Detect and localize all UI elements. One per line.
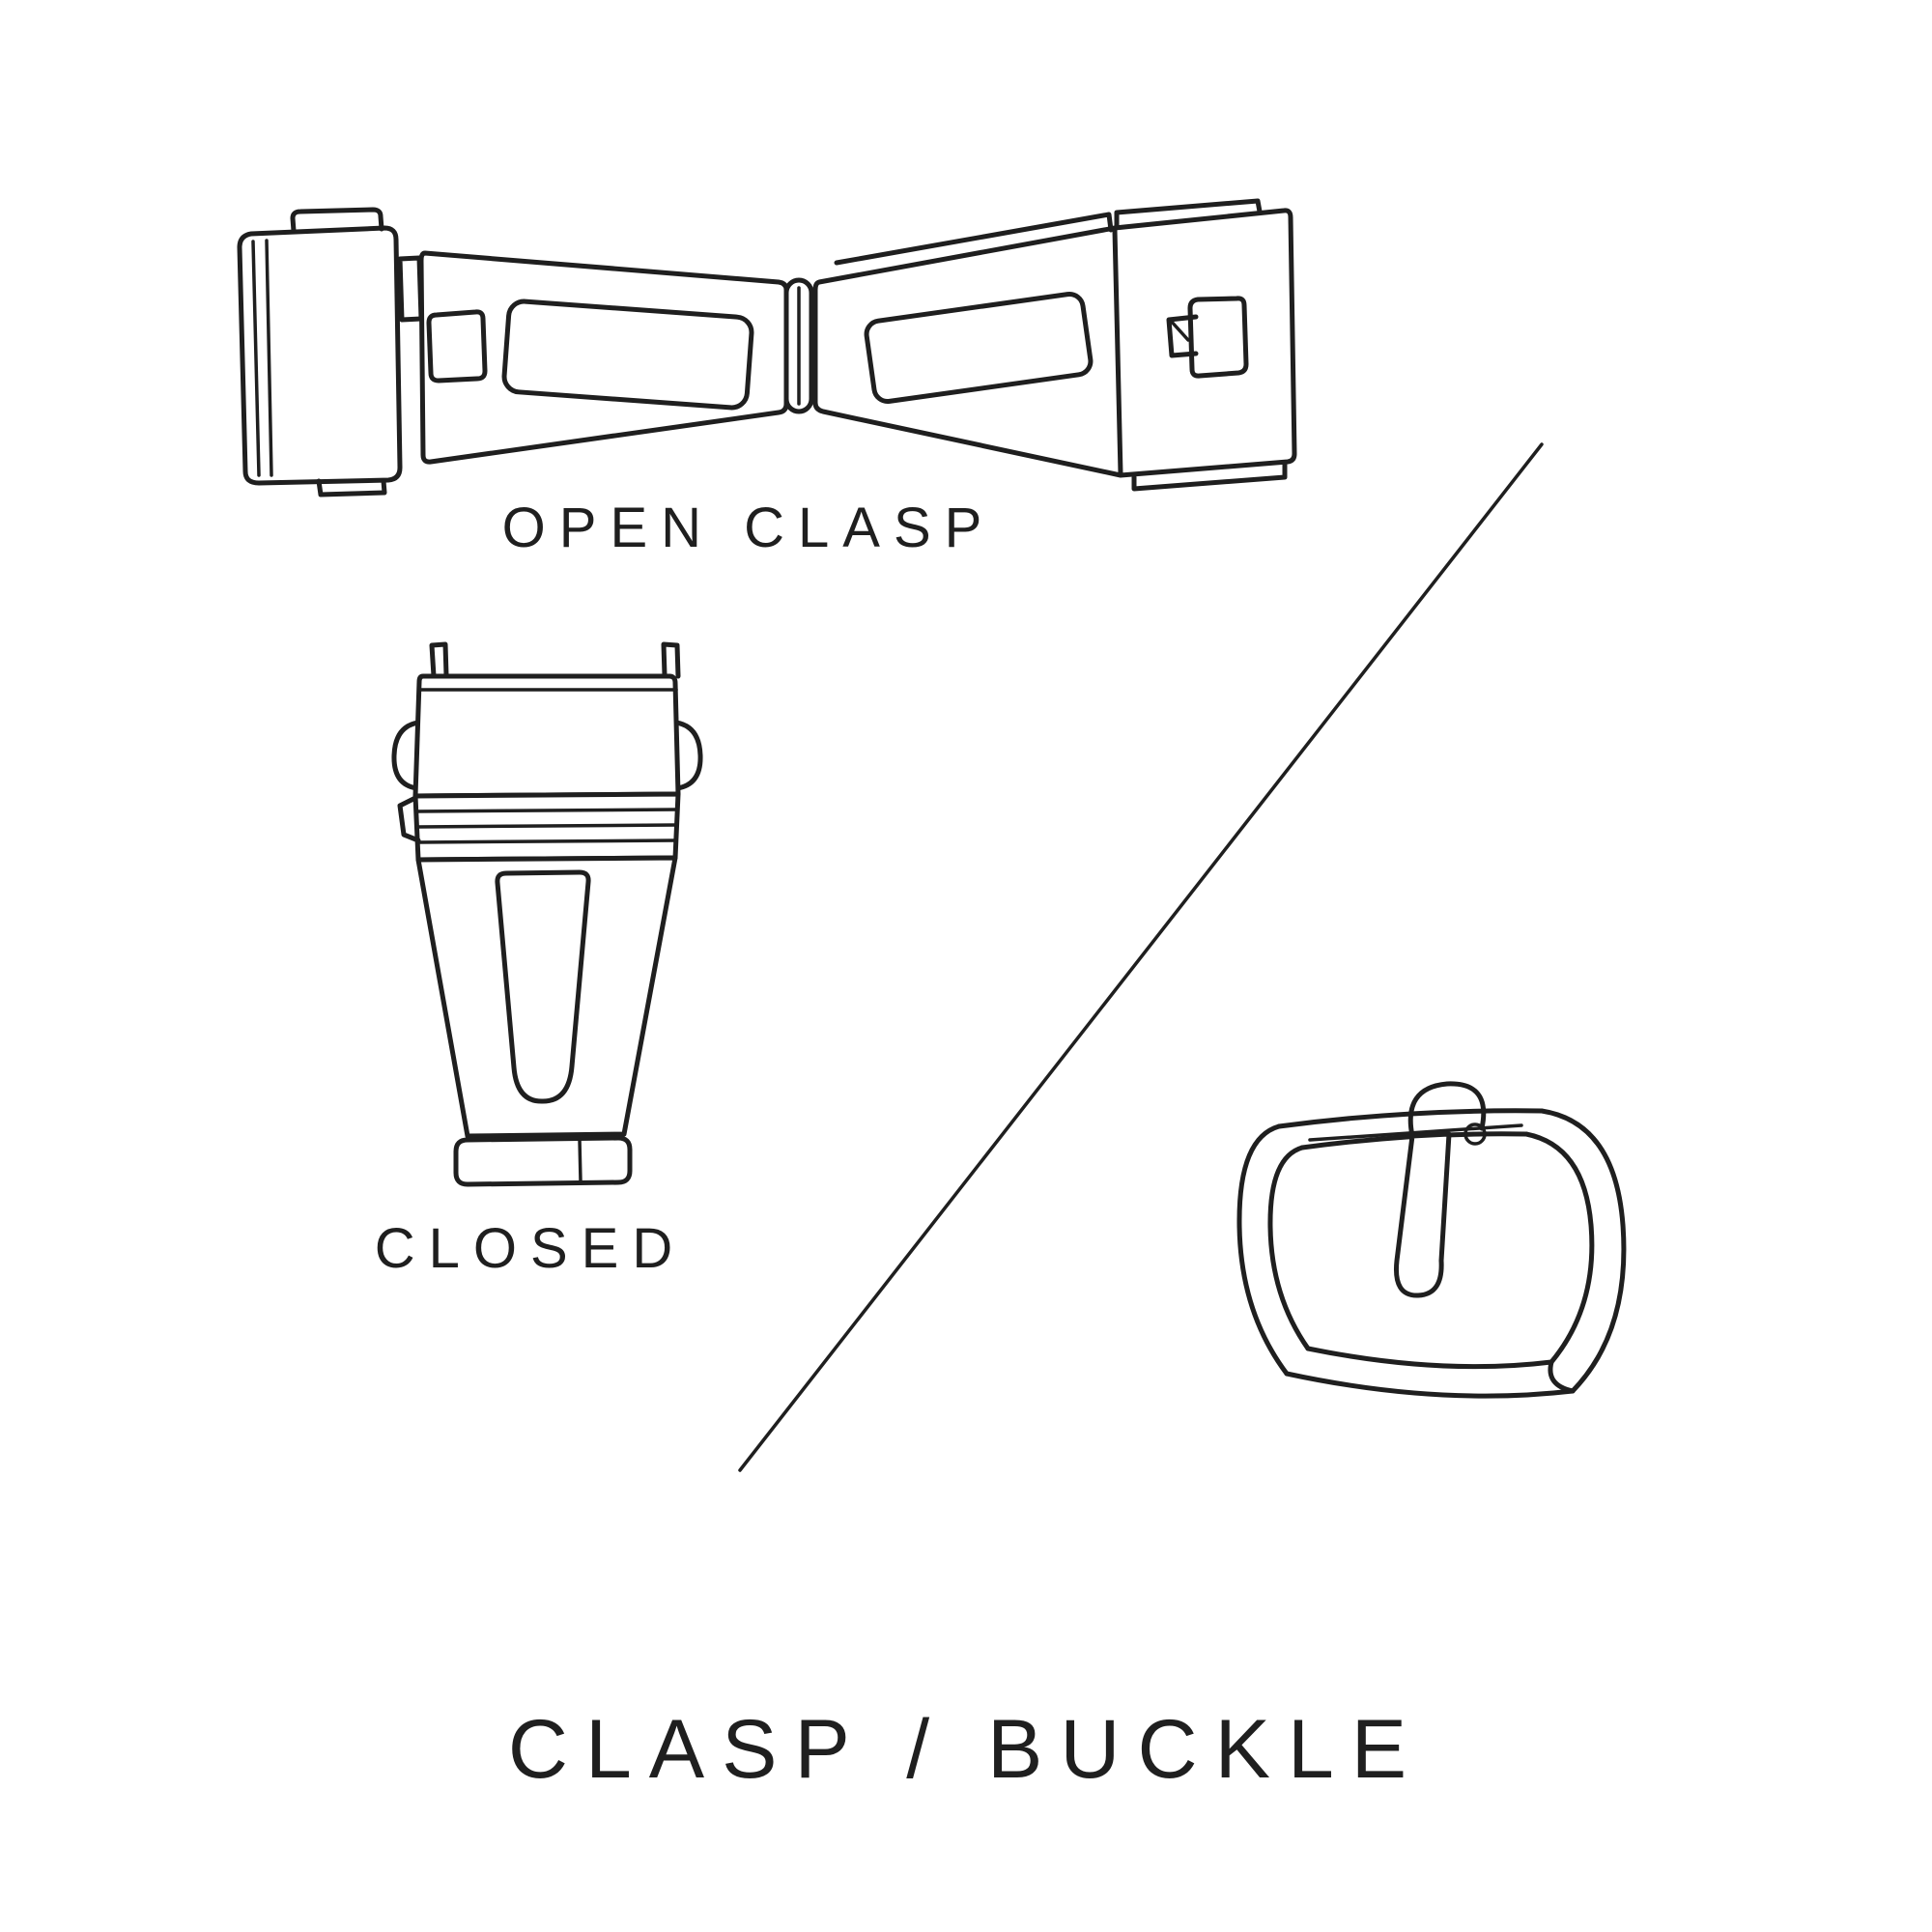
open-clasp-illustration	[237, 198, 1297, 497]
right-prong	[661, 641, 681, 679]
left-prong	[429, 641, 449, 679]
buckle-right-band-outer	[1539, 1108, 1627, 1394]
left-notch	[397, 795, 421, 843]
latch-hook	[1166, 314, 1199, 358]
pusher-hole	[426, 309, 488, 384]
buckle-left-band-inner	[1267, 1145, 1311, 1351]
left-connector-tab	[397, 255, 424, 323]
buckle-bottom-outer	[1284, 1371, 1576, 1399]
buckle-tang-loop	[1407, 1081, 1487, 1139]
left-arm-window	[501, 298, 754, 411]
tang-buckle-illustration	[1236, 1081, 1627, 1399]
right-arm-top-flange	[834, 212, 1114, 266]
taper-body	[415, 855, 678, 1139]
clasp-arm-left	[418, 250, 789, 465]
left-plate-rolled-edge	[251, 240, 261, 477]
diagram-title: CLASP / BUCKLE	[508, 1703, 1424, 1796]
center-slot	[495, 869, 591, 1104]
left-plate-top-tab	[290, 207, 384, 234]
top-cover	[412, 673, 681, 799]
right-plate-divider	[1112, 227, 1123, 476]
buckle-spring-pin	[1308, 1123, 1523, 1142]
band-line-2	[415, 823, 678, 829]
band-line-1	[414, 808, 679, 813]
band-line-3	[415, 838, 678, 844]
right-plate-top-step	[1114, 198, 1263, 229]
right-arm-window	[864, 291, 1094, 405]
right-plate-bottom-flange	[1131, 460, 1288, 492]
left-ear	[391, 720, 421, 791]
latch-hook-detail	[1168, 318, 1190, 342]
buckle-right-band-cap	[1548, 1359, 1576, 1394]
buckle-bottom-inner	[1305, 1346, 1554, 1370]
closed-label: CLOSED	[375, 1217, 687, 1280]
left-fold-plate	[237, 225, 403, 486]
bottom-bar	[453, 1135, 633, 1187]
closed-clasp-illustration	[391, 641, 703, 1187]
left-plate-rolled-edge-2	[265, 239, 273, 477]
clasp-arm-right	[812, 208, 1297, 478]
open-clasp-label: OPEN CLASP	[502, 497, 996, 559]
divider-line	[738, 442, 1544, 1472]
buckle-right-band-inner	[1523, 1131, 1595, 1365]
buckle-tang-body	[1393, 1131, 1452, 1298]
buckle-left-band-outer	[1236, 1123, 1290, 1377]
left-plate-bottom-tab	[316, 478, 387, 497]
buckle-pin-ring	[1463, 1122, 1487, 1146]
latch-slot	[1187, 296, 1249, 379]
bottom-bar-line	[578, 1138, 582, 1183]
right-ear	[673, 720, 703, 791]
